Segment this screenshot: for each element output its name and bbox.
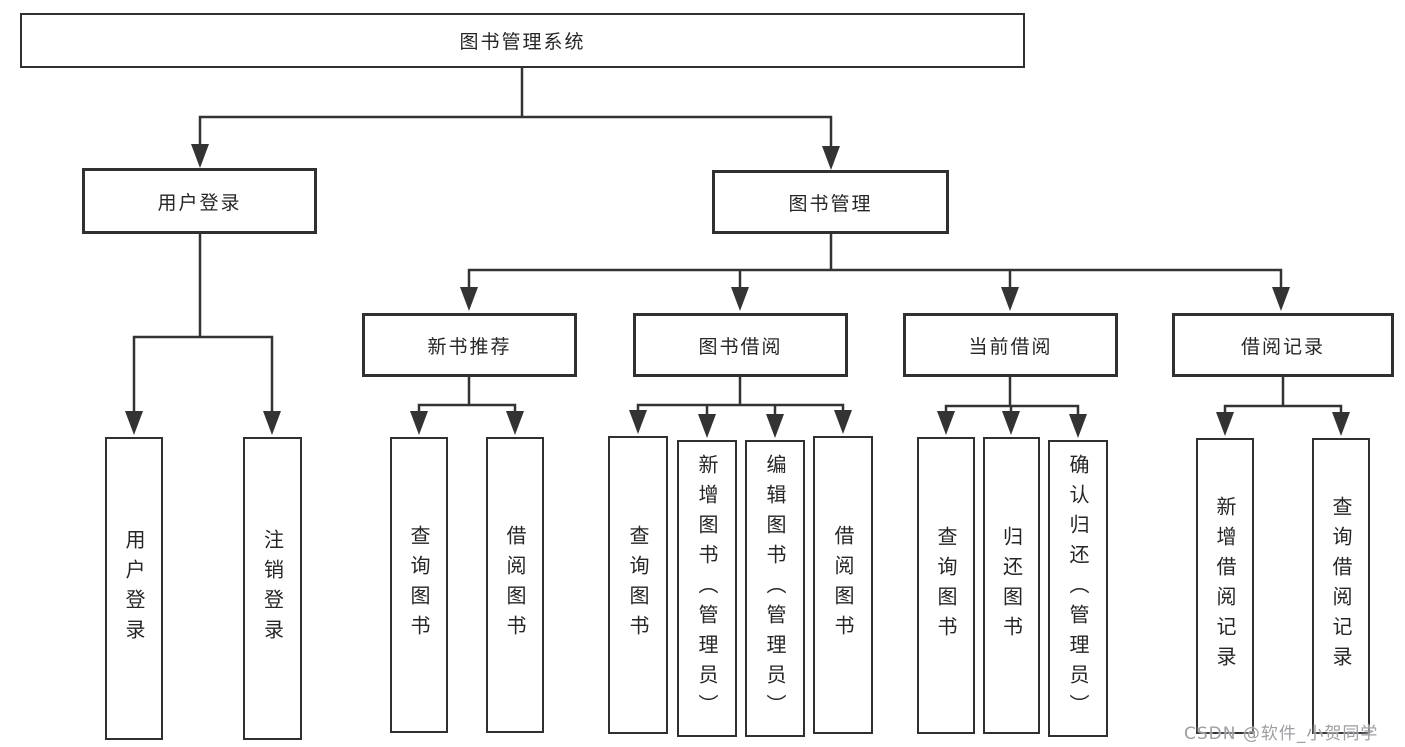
leaf-query-books-3: 查询图书 (917, 437, 975, 734)
leaf-edit-books-admin: 编辑图书（管理员） (745, 440, 805, 737)
leaf-return-books: 归还图书 (983, 437, 1040, 734)
watermark: CSDN @软件_小贺同学 (1184, 724, 1379, 744)
node-user-login: 用户登录 (82, 168, 317, 234)
leaf-borrow-books-2: 借阅图书 (813, 436, 873, 734)
node-new-book-recommend-label: 新书推荐 (427, 335, 512, 358)
node-root: 图书管理系统 (20, 13, 1025, 68)
node-borrow-records: 借阅记录 (1172, 313, 1394, 377)
node-user-login-label: 用户登录 (157, 191, 242, 214)
node-book-borrowing-label: 图书借阅 (698, 335, 783, 358)
leaf-add-borrow-record: 新增借阅记录 (1196, 438, 1254, 734)
node-new-book-recommend: 新书推荐 (362, 313, 577, 377)
node-borrow-records-label: 借阅记录 (1240, 335, 1325, 358)
arrowheads (125, 144, 1350, 438)
node-current-borrowing-label: 当前借阅 (968, 335, 1053, 358)
node-book-borrowing: 图书借阅 (633, 313, 848, 377)
leaf-logout: 注销登录 (243, 437, 302, 740)
leaf-user-login: 用户登录 (105, 437, 163, 740)
node-book-management: 图书管理 (712, 170, 949, 234)
leaf-borrow-books-1: 借阅图书 (486, 437, 544, 733)
leaf-query-books-1: 查询图书 (390, 437, 448, 733)
leaf-add-books-admin: 新增图书（管理员） (677, 440, 737, 737)
node-book-management-label: 图书管理 (788, 192, 873, 215)
leaf-query-books-2: 查询图书 (608, 436, 668, 734)
leaf-confirm-return-admin: 确认归还（管理员） (1048, 440, 1108, 737)
leaf-query-borrow-record: 查询借阅记录 (1312, 438, 1370, 734)
node-root-label: 图书管理系统 (459, 31, 586, 53)
node-current-borrowing: 当前借阅 (903, 313, 1118, 377)
